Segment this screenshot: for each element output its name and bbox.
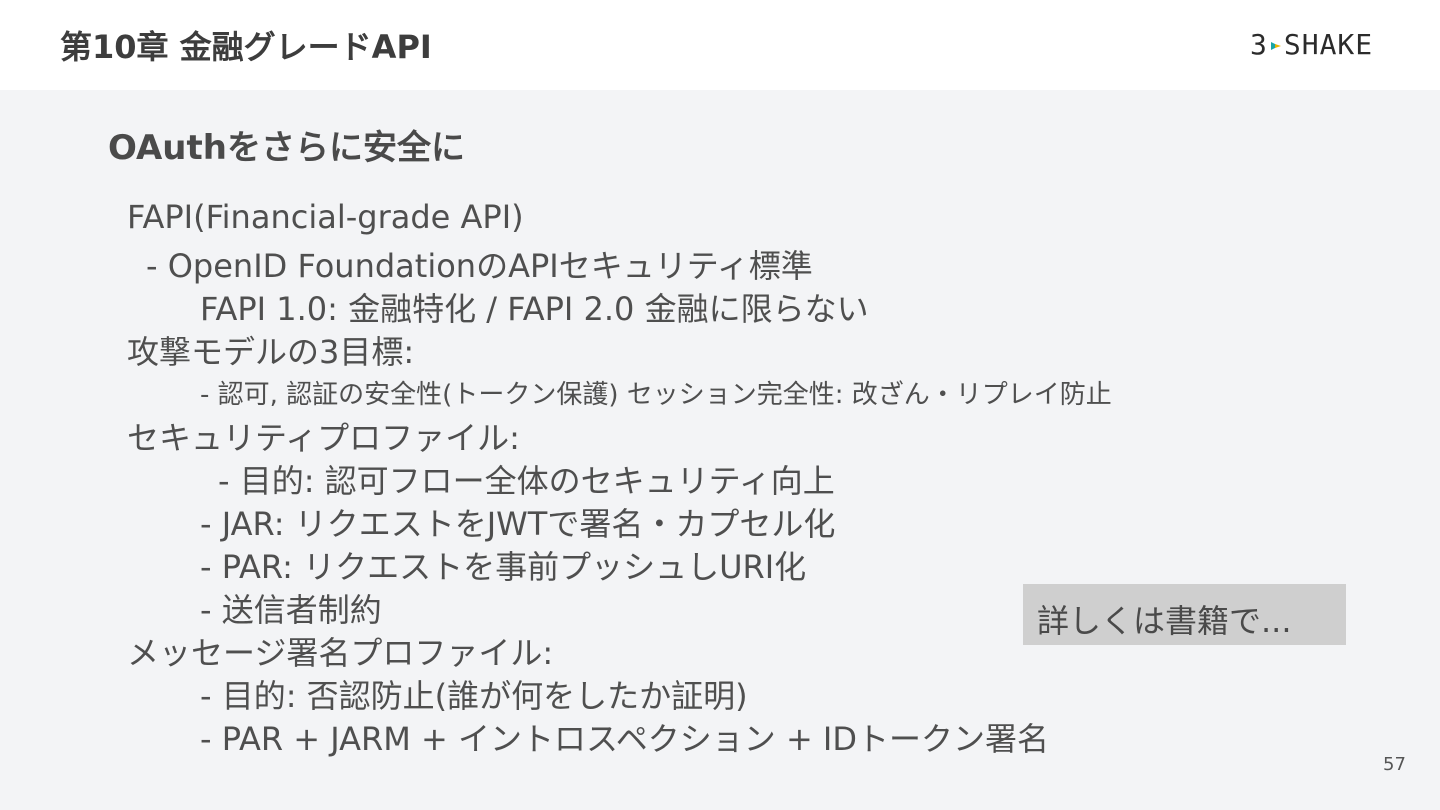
logo-text-left: 3	[1250, 28, 1268, 61]
slide-title: OAuthをさらに安全に	[108, 128, 465, 168]
message-item-2: - PAR + JARM + イントロスペクション + IDトークン署名	[200, 720, 1050, 758]
message-heading: メッセージ署名プロファイル:	[127, 634, 554, 672]
fapi-item-2: FAPI 1.0: 金融特化 / FAPI 2.0 金融に限らない	[200, 290, 869, 328]
callout-box: 詳しくは書籍で...	[1023, 584, 1346, 645]
slide-header: 第10章 金融グレードAPI 3 SHAKE	[0, 0, 1440, 90]
chapter-title: 第10章 金融グレードAPI	[60, 28, 432, 66]
logo-text-right: SHAKE	[1283, 28, 1374, 61]
page-number: 57	[1383, 754, 1406, 775]
fapi-item-1: - OpenID FoundationのAPIセキュリティ標準	[146, 247, 813, 285]
security-item-2: - JAR: リクエストをJWTで署名・カプセル化	[200, 505, 836, 543]
security-item-1: - 目的: 認可フロー全体のセキュリティ向上	[218, 462, 835, 500]
threat-heading: 攻撃モデルの3目標:	[127, 333, 415, 371]
message-item-1: - 目的: 否認防止(誰が何をしたか証明)	[200, 677, 748, 715]
security-heading: セキュリティプロファイル:	[127, 419, 520, 457]
security-item-3: - PAR: リクエストを事前プッシュしURI化	[200, 548, 807, 586]
callout-text: 詳しくは書籍で...	[1037, 602, 1292, 640]
security-item-4: - 送信者制約	[200, 591, 382, 629]
fapi-heading: FAPI(Financial-grade API)	[127, 198, 524, 236]
threat-item-1: - 認可, 認証の安全性(トークン保護) セッション完全性: 改ざん・リプレイ防…	[200, 380, 1112, 410]
slide-content: OAuthをさらに安全に FAPI(Financial-grade API) -…	[0, 90, 1440, 810]
logo-mark-icon	[1270, 42, 1281, 50]
company-logo: 3 SHAKE	[1250, 28, 1373, 61]
